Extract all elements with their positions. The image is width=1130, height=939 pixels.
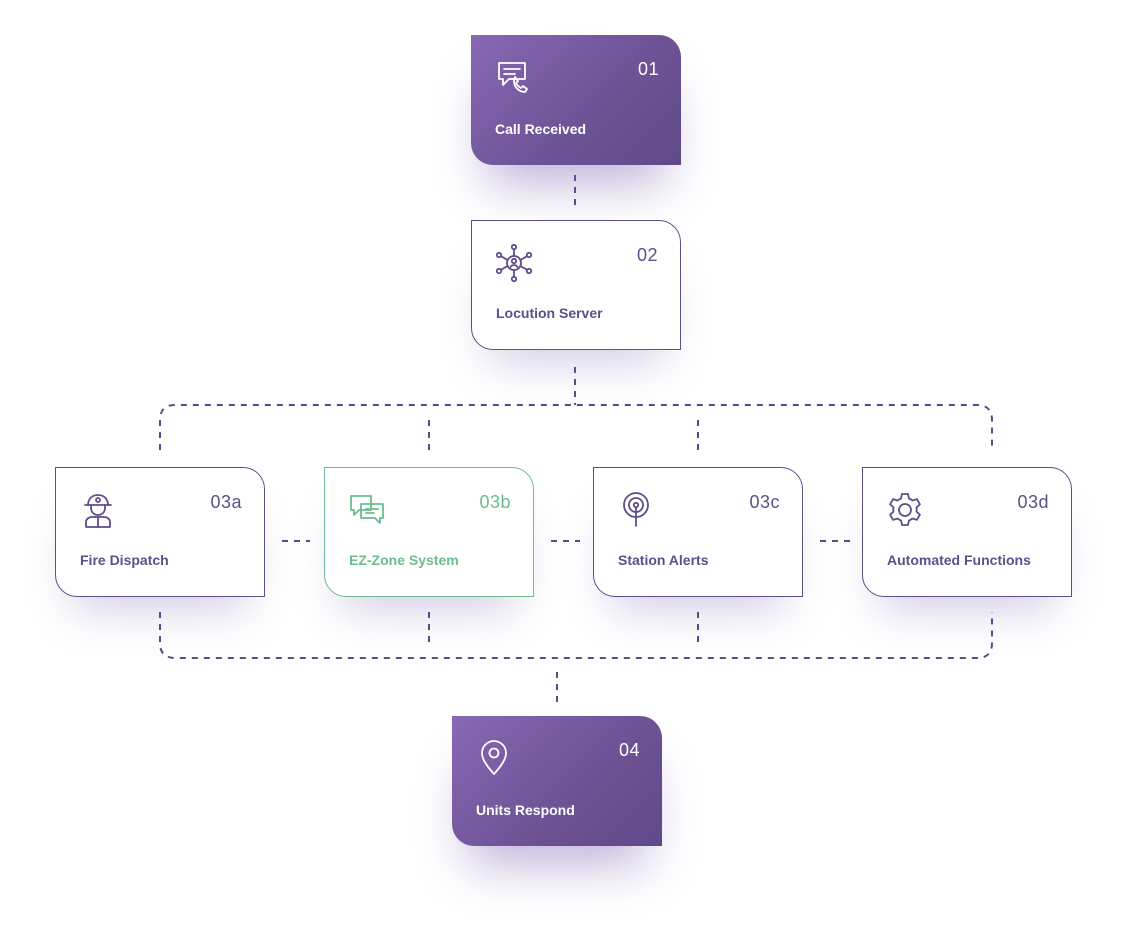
firefighter-icon [78,490,118,530]
step-label: Units Respond [476,802,575,818]
step-label: Fire Dispatch [80,552,169,568]
step-number: 02 [636,245,658,265]
broadcast-antenna-icon [616,490,656,530]
step-number: 01 [637,59,659,79]
step-units-respond: 04 Units Respond [452,716,662,846]
step-number: 04 [618,740,640,760]
step-station-alerts: 03c Station Alerts [593,467,803,597]
step-ez-zone-system: 03b EZ-Zone System [324,467,534,597]
step-label: Automated Functions [887,552,1031,568]
step-label: Station Alerts [618,552,709,568]
location-pin-icon [474,738,514,778]
step-number: 03c [749,492,780,512]
step-number: 03a [210,492,242,512]
step-automated-functions: 03d Automated Functions [862,467,1072,597]
step-number: 03d [1017,492,1049,512]
connector-top-bus [159,404,993,450]
gear-icon [885,490,925,530]
step-label: EZ-Zone System [349,552,459,568]
step-fire-dispatch: 03a Fire Dispatch [55,467,265,597]
connector-bottom-bus [159,612,993,659]
step-locution-server: 02 Locution Server [471,220,681,350]
phone-message-icon [493,57,533,97]
step-call-received: 01 Call Received [471,35,681,165]
step-number: 03b [479,492,511,512]
step-label: Call Received [495,121,587,137]
step-label: Locution Server [496,305,603,321]
chat-bubbles-icon [347,490,387,530]
network-hub-icon [494,243,534,283]
